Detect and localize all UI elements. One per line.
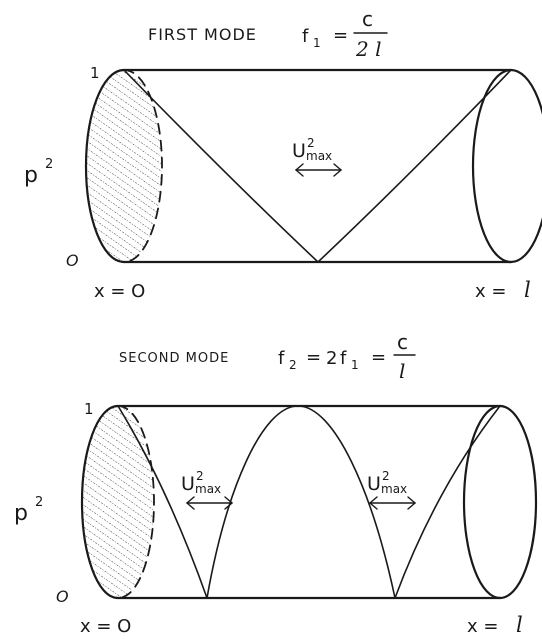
second-umax-left-subscript: max xyxy=(195,482,221,496)
first-y-top-label: 1 xyxy=(90,64,100,82)
second-mode-title: SECOND MODE xyxy=(119,351,229,366)
second-mode-freq-rhs-subscript: 1 xyxy=(351,358,359,372)
second-mode-freq-symbol: f xyxy=(278,348,285,369)
second-umax-right-exponent: 2 xyxy=(382,469,390,483)
second-mode-equals-2: = xyxy=(371,347,386,368)
first-mode-title: FIRST MODE xyxy=(148,25,257,44)
second-mode-denominator: l xyxy=(399,359,405,383)
second-y-axis-exponent: 2 xyxy=(35,495,43,510)
second-umax-right-subscript: max xyxy=(381,482,407,496)
first-x-right-label: x = xyxy=(475,281,506,302)
first-umax-subscript: max xyxy=(306,149,332,163)
second-mode-equals-1: = xyxy=(306,347,321,368)
first-mode-freq-symbol: f xyxy=(302,26,309,47)
second-mode-freq-subscript: 2 xyxy=(289,358,297,372)
second-mode-freq-rhs-symbol: f xyxy=(340,348,347,369)
second-umax-left-exponent: 2 xyxy=(196,469,204,483)
first-mode-numerator: c xyxy=(362,7,373,31)
second-mode-panel: SECOND MODE f 2 = 2 f 1 = c l U 2 max xyxy=(14,330,536,637)
first-umax-letter: U xyxy=(292,140,306,162)
second-x-left-label: x = O xyxy=(80,616,131,637)
second-umax-left-arrow xyxy=(187,497,232,509)
second-mode-numerator: c xyxy=(397,330,408,354)
second-right-end-face xyxy=(464,406,536,598)
second-y-bottom-label: O xyxy=(56,587,69,606)
first-umax-arrow xyxy=(296,164,341,176)
second-umax-right-letter: U xyxy=(367,473,381,495)
first-mode-panel: FIRST MODE f 1 = c 2 l U 2 max 1 O p 2 xyxy=(24,7,542,302)
second-x-right-label: x = xyxy=(467,616,498,637)
first-mode-freq-subscript: 1 xyxy=(313,36,321,50)
first-y-bottom-label: O xyxy=(66,251,79,270)
second-curve-arch xyxy=(207,406,395,598)
second-mode-coefficient: 2 xyxy=(326,348,337,369)
second-umax-right-arrow xyxy=(370,497,415,509)
second-y-axis-label: p xyxy=(14,501,28,526)
first-mode-equals: = xyxy=(333,25,348,46)
first-x-right-variable: l xyxy=(524,278,531,302)
first-umax-exponent: 2 xyxy=(307,136,315,150)
first-y-axis-exponent: 2 xyxy=(45,157,53,172)
second-y-top-label: 1 xyxy=(84,400,94,418)
second-curve-3 xyxy=(395,406,500,598)
first-mode-denominator: 2 l xyxy=(355,37,381,61)
first-curve-right xyxy=(318,70,511,262)
second-x-right-variable: l xyxy=(516,613,523,637)
second-umax-left-letter: U xyxy=(181,473,195,495)
first-y-axis-label: p xyxy=(24,163,38,188)
first-x-left-label: x = O xyxy=(94,281,145,302)
